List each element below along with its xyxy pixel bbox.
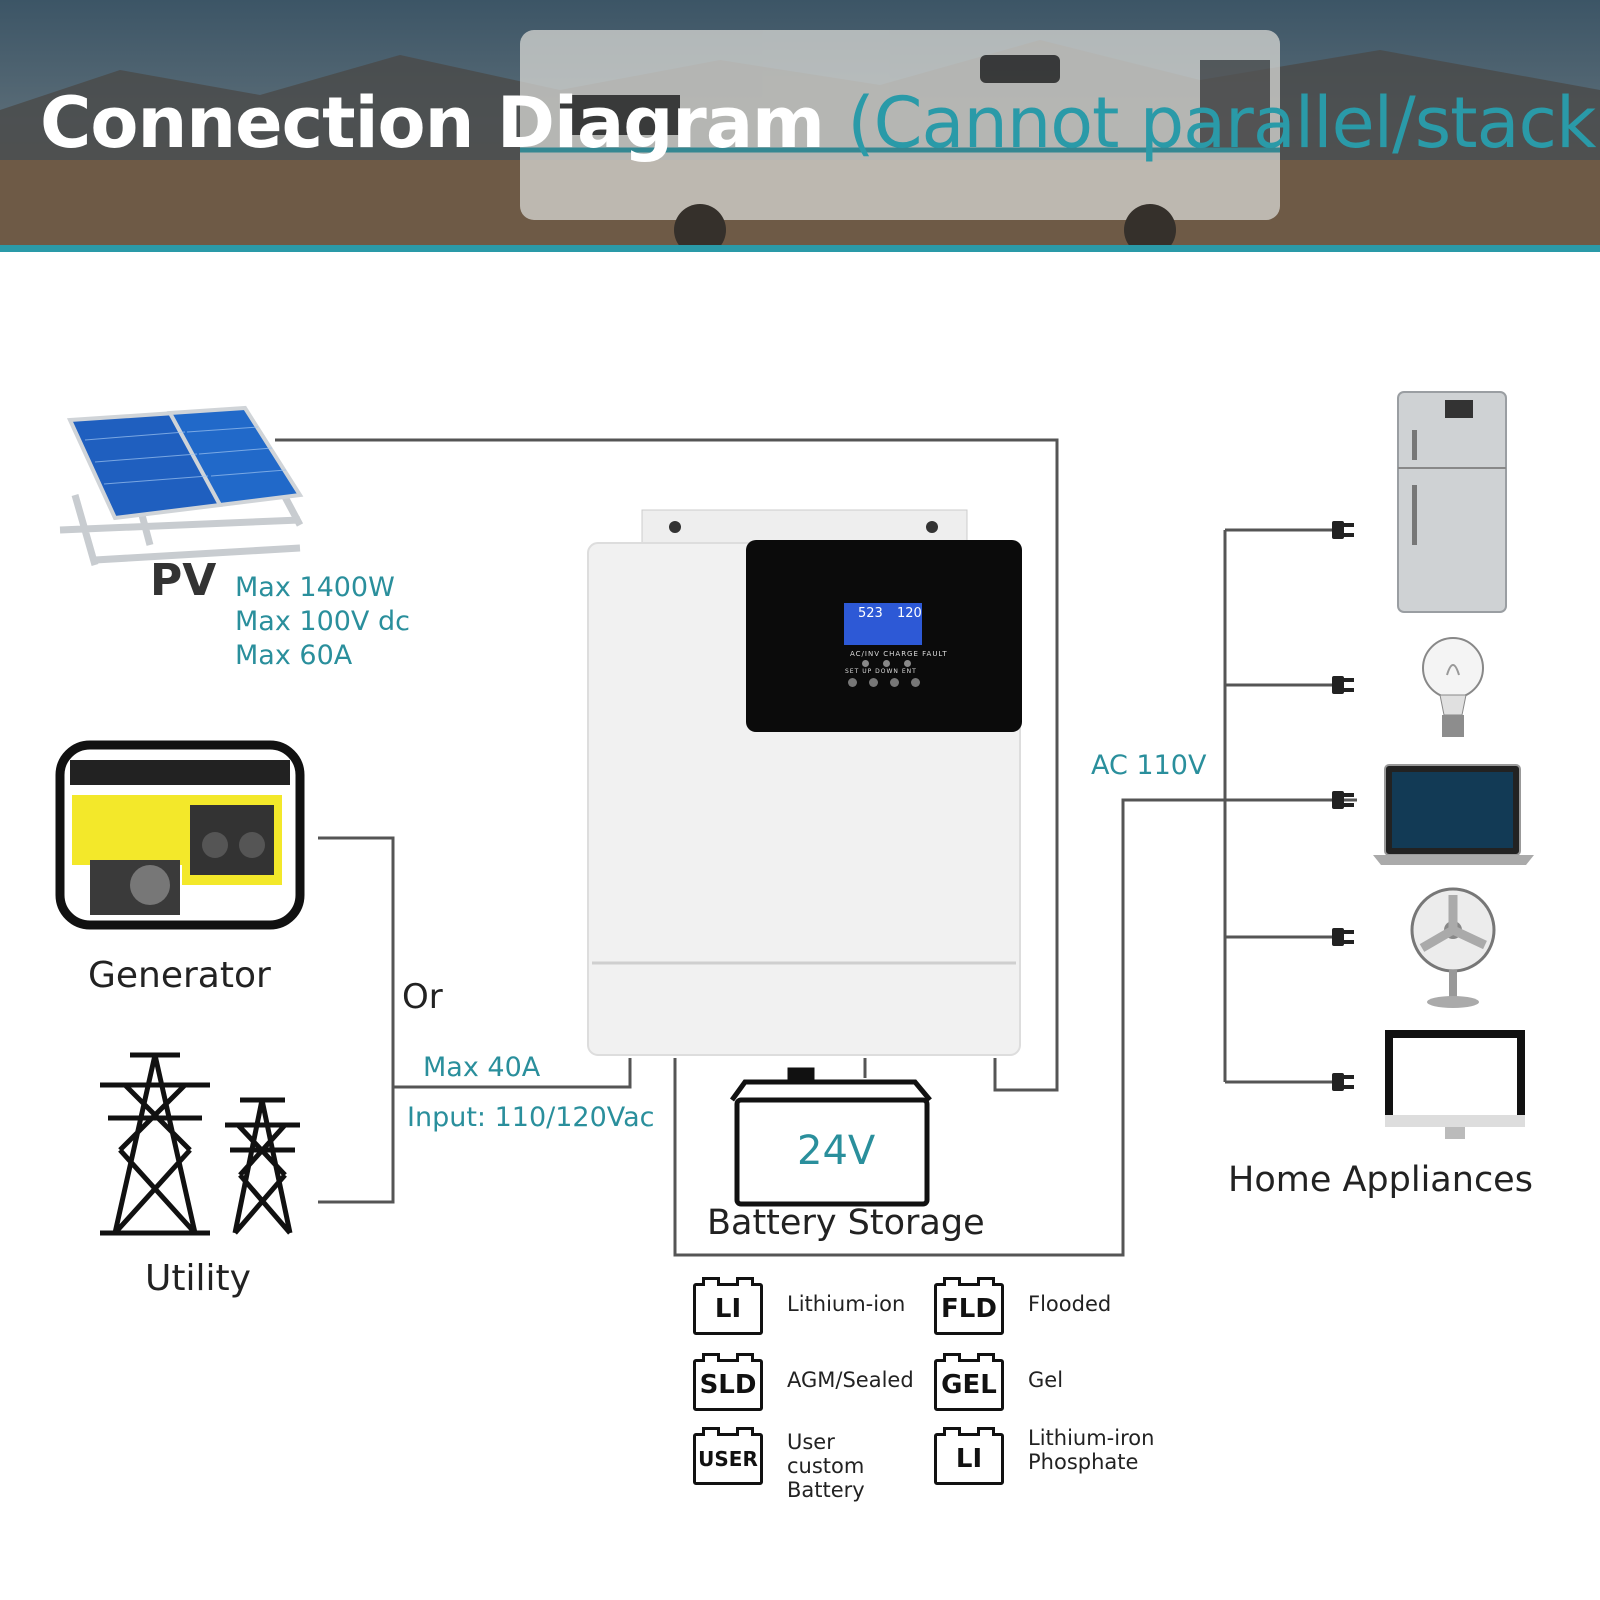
plug-icon: [1332, 928, 1354, 946]
battery-type-flooded: Flooded: [1028, 1292, 1112, 1316]
button-label-ent: ENT: [901, 668, 917, 675]
plug-icon: [1332, 791, 1354, 809]
battery-icon: [729, 1067, 932, 1207]
inverter-button-down[interactable]: [890, 678, 899, 687]
battery-wire: [673, 798, 1357, 1257]
generator-icon: [55, 740, 305, 930]
ac-input-wire: [393, 1058, 632, 1089]
home-appliances-label: Home Appliances: [1228, 1160, 1533, 1200]
or-label: Or: [402, 977, 443, 1017]
battery-type-lithium-ion: Lithium-ion: [787, 1292, 906, 1316]
indicator-led: [883, 660, 890, 667]
battery-type-user-custom: User custom Battery: [787, 1430, 865, 1502]
button-label-set: SET: [845, 668, 860, 675]
inverter-unit: [587, 509, 1022, 1056]
battery-badge-fld: FLD: [934, 1277, 1004, 1335]
battery-badge-lifepo4: LI: [934, 1427, 1004, 1485]
inverter-button-set[interactable]: [848, 678, 857, 687]
indicator-led: [862, 660, 869, 667]
pv-wire: [275, 438, 1059, 1092]
plug-icons: [1332, 521, 1354, 1091]
lcd-right-value: 120: [897, 606, 922, 621]
indicator-fault: FAULT: [922, 650, 948, 658]
button-label-down: DOWN: [875, 668, 899, 675]
rv-landscape-background: [0, 0, 1600, 245]
inverter-indicator-labels: AC/INV CHARGE FAULT: [850, 650, 948, 658]
lcd-screen: [844, 603, 922, 645]
title-main: Connection Diagram: [40, 82, 825, 164]
fan-icon: [1410, 887, 1496, 1008]
lcd-left-value: 523: [858, 606, 883, 621]
pv-label: PV: [150, 555, 217, 606]
plug-icon: [1332, 1073, 1354, 1091]
ac-output-label: AC 110V: [1091, 750, 1207, 781]
battery-badge-li: LI: [693, 1277, 763, 1335]
title-subtitle: (Cannot parallel/stack): [847, 82, 1600, 164]
battery-badge-gel: GEL: [934, 1353, 1004, 1411]
inverter-button-labels: SET UP DOWN ENT: [845, 668, 917, 675]
plug-icon: [1332, 521, 1354, 539]
plug-icon: [1332, 676, 1354, 694]
button-label-up: UP: [862, 668, 873, 675]
light-bulb-icon: [1422, 637, 1484, 737]
inverter-button-ent[interactable]: [911, 678, 920, 687]
header-banner: Connection Diagram (Cannot parallel/stac…: [0, 0, 1600, 252]
solar-panel-icon: [59, 405, 304, 566]
pv-spec-voltage: Max 100V dc: [235, 606, 410, 637]
inverter-button-up[interactable]: [869, 678, 878, 687]
monitor-icon: [1385, 1030, 1525, 1139]
generator-label: Generator: [88, 955, 271, 996]
ac-input-voltage: Input: 110/120Vac: [407, 1102, 655, 1133]
utility-tower-icon: [100, 1052, 300, 1236]
pv-spec-power: Max 1400W: [235, 572, 395, 603]
battery-badge-sld: SLD: [693, 1353, 763, 1411]
battery-storage-label: Battery Storage: [707, 1203, 985, 1243]
ac-input-current: Max 40A: [423, 1052, 541, 1083]
generator-wire: [318, 836, 395, 1204]
battery-voltage: 24V: [797, 1128, 876, 1174]
battery-type-agm-sealed: AGM/Sealed: [787, 1368, 914, 1392]
indicator-charge: CHARGE: [883, 650, 919, 658]
page-title: Connection Diagram (Cannot parallel/stac…: [40, 82, 1600, 164]
utility-label: Utility: [145, 1258, 251, 1299]
indicator-led: [904, 660, 911, 667]
battery-badge-user: USER: [693, 1427, 763, 1485]
rv-silhouette: [520, 30, 1280, 245]
indicator-acinv: AC/INV: [850, 650, 881, 658]
refrigerator-icon: [1397, 391, 1507, 613]
battery-type-gel: Gel: [1028, 1368, 1064, 1392]
laptop-icon: [1373, 764, 1534, 865]
wiring: [275, 438, 1357, 1257]
battery-type-lithium-iron-phosphate: Lithium-iron Phosphate: [1028, 1426, 1155, 1474]
pv-spec-current: Max 60A: [235, 640, 353, 671]
